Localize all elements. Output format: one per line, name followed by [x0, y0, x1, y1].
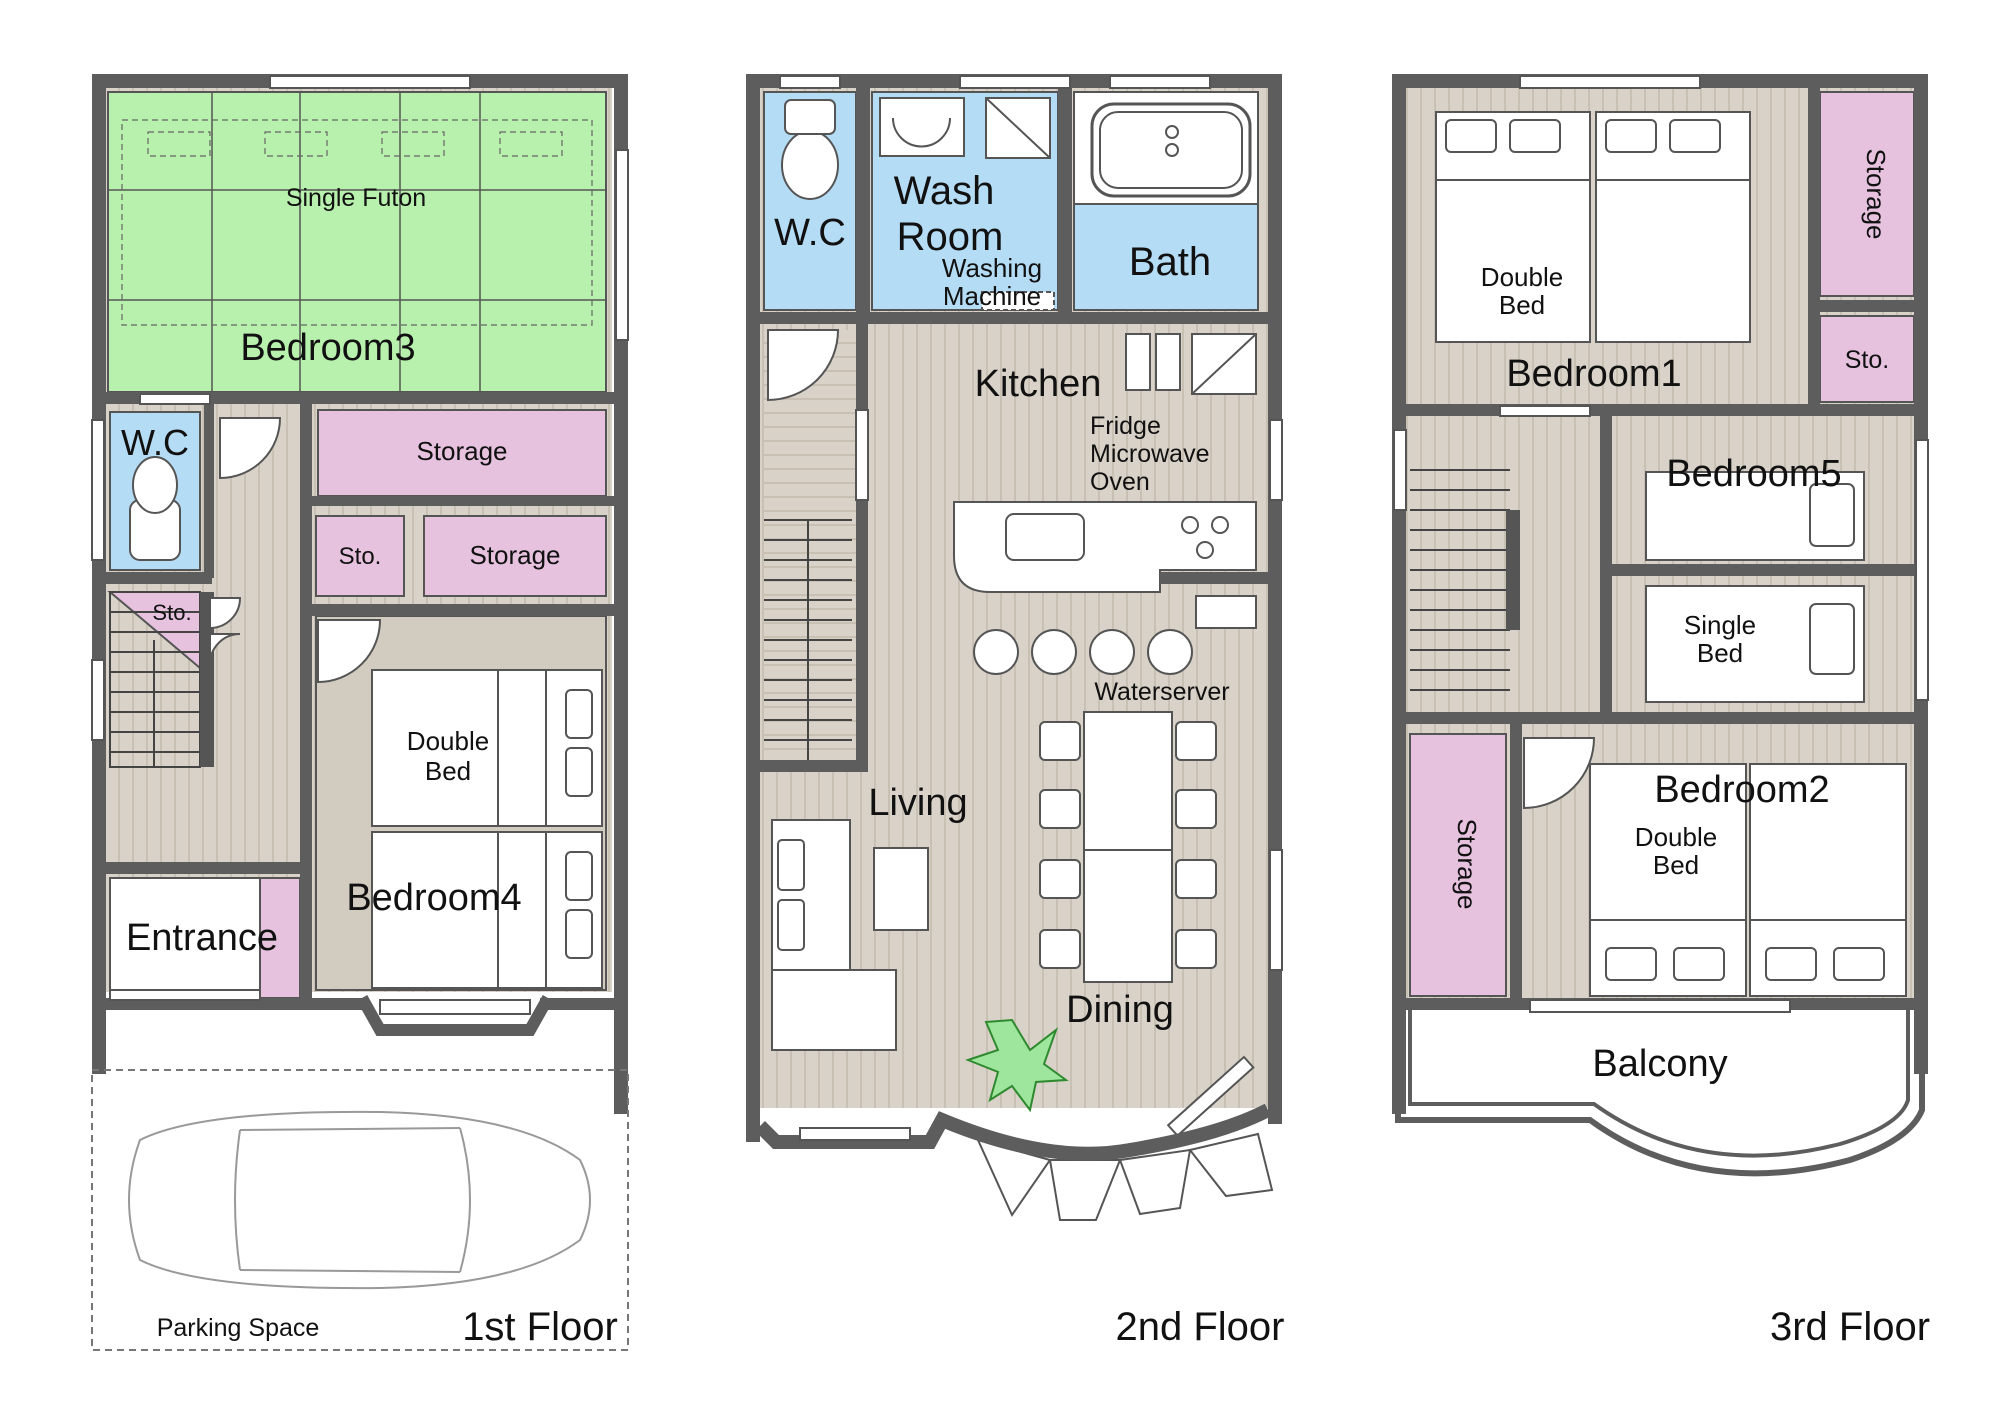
label-double-3f-2a: Double — [1635, 822, 1717, 852]
label-bedroom3: Bedroom3 — [240, 327, 415, 369]
label-storage-3f-left: Storage — [1452, 818, 1482, 909]
label-wash-1: Wash — [894, 169, 995, 213]
label-single-futon: Single Futon — [286, 184, 426, 212]
label-bedroom4: Bedroom4 — [346, 877, 521, 919]
label-washing-1: Washing — [942, 253, 1042, 283]
dining-table — [1039, 711, 1217, 983]
label-storage-3f-top: Storage — [1861, 148, 1891, 239]
label-double-3f-1a: Double — [1481, 262, 1563, 292]
double-bed-3f-1 — [1435, 111, 1751, 343]
bedroom3-area — [107, 91, 607, 393]
storage-1f-top — [317, 409, 607, 497]
label-oven: Oven — [1090, 468, 1150, 496]
single-beds-3f — [1645, 471, 1865, 703]
balcony-rail — [1395, 1010, 1925, 1177]
label-wc-1f: W.C — [121, 422, 189, 463]
label-double-1f-b: Bed — [425, 756, 471, 786]
label-bedroom5: Bedroom5 — [1666, 453, 1841, 495]
double-bed-3f-2 — [1589, 763, 1907, 997]
label-storage-1f-mid: Storage — [469, 540, 560, 570]
label-double-3f-2b: Bed — [1653, 850, 1699, 880]
label-living: Living — [868, 782, 967, 824]
label-sto-stair: Sto. — [152, 600, 191, 625]
stairs-3f — [1410, 469, 1510, 691]
caption-2nd-floor: 2nd Floor — [1116, 1305, 1285, 1349]
storage-1f-mid — [423, 515, 607, 597]
bar-stools — [973, 629, 1193, 675]
label-waterserver: Waterserver — [1094, 678, 1229, 706]
label-microwave: Microwave — [1090, 440, 1209, 468]
second-floor: W.C Wash Room Washing Machine Bath Kitch… — [746, 74, 1284, 1349]
label-sto-1f: Sto. — [339, 543, 382, 570]
label-bedroom1: Bedroom1 — [1506, 353, 1681, 395]
label-entrance: Entrance — [126, 917, 278, 959]
label-balcony: Balcony — [1592, 1043, 1727, 1085]
caption-3rd-floor: 3rd Floor — [1770, 1305, 1930, 1349]
stairs-2f — [764, 519, 852, 760]
sto-3f — [1819, 315, 1915, 403]
caption-1st-floor: 1st Floor — [462, 1305, 618, 1349]
kitchen-units — [953, 333, 1257, 629]
storage-3f-left — [1409, 733, 1507, 997]
third-floor: Storage Sto. Double Bed Bedroom1 Bedroom… — [1392, 74, 1930, 1349]
label-fridge: Fridge — [1090, 412, 1161, 440]
label-washing-2: Machine — [943, 281, 1041, 311]
parking-space — [91, 1069, 629, 1351]
label-kitchen: Kitchen — [975, 363, 1102, 405]
label-bedroom2: Bedroom2 — [1654, 769, 1829, 811]
label-dining: Dining — [1066, 989, 1174, 1031]
label-storage-1f-top: Storage — [416, 436, 507, 466]
label-bath: Bath — [1129, 240, 1211, 284]
label-single-3f-a: Single — [1684, 610, 1756, 640]
label-single-3f-b: Bed — [1697, 638, 1743, 668]
double-bed-1f — [371, 669, 603, 989]
label-parking: Parking Space — [157, 1314, 320, 1342]
plant-icon — [965, 1018, 1069, 1113]
first-floor: Single Futon Bedroom3 W.C Storage Sto. S… — [91, 74, 629, 1351]
sofa — [771, 819, 929, 1051]
car-icon — [128, 1110, 591, 1290]
sto-1f-small — [315, 515, 405, 597]
label-wash-2: Room — [897, 215, 1004, 259]
label-wc-2f: W.C — [774, 212, 846, 254]
label-sto-3f: Sto. — [1845, 346, 1889, 374]
label-double-1f-a: Double — [407, 726, 489, 756]
stairs-1f — [109, 591, 201, 768]
label-double-3f-1b: Bed — [1499, 290, 1545, 320]
